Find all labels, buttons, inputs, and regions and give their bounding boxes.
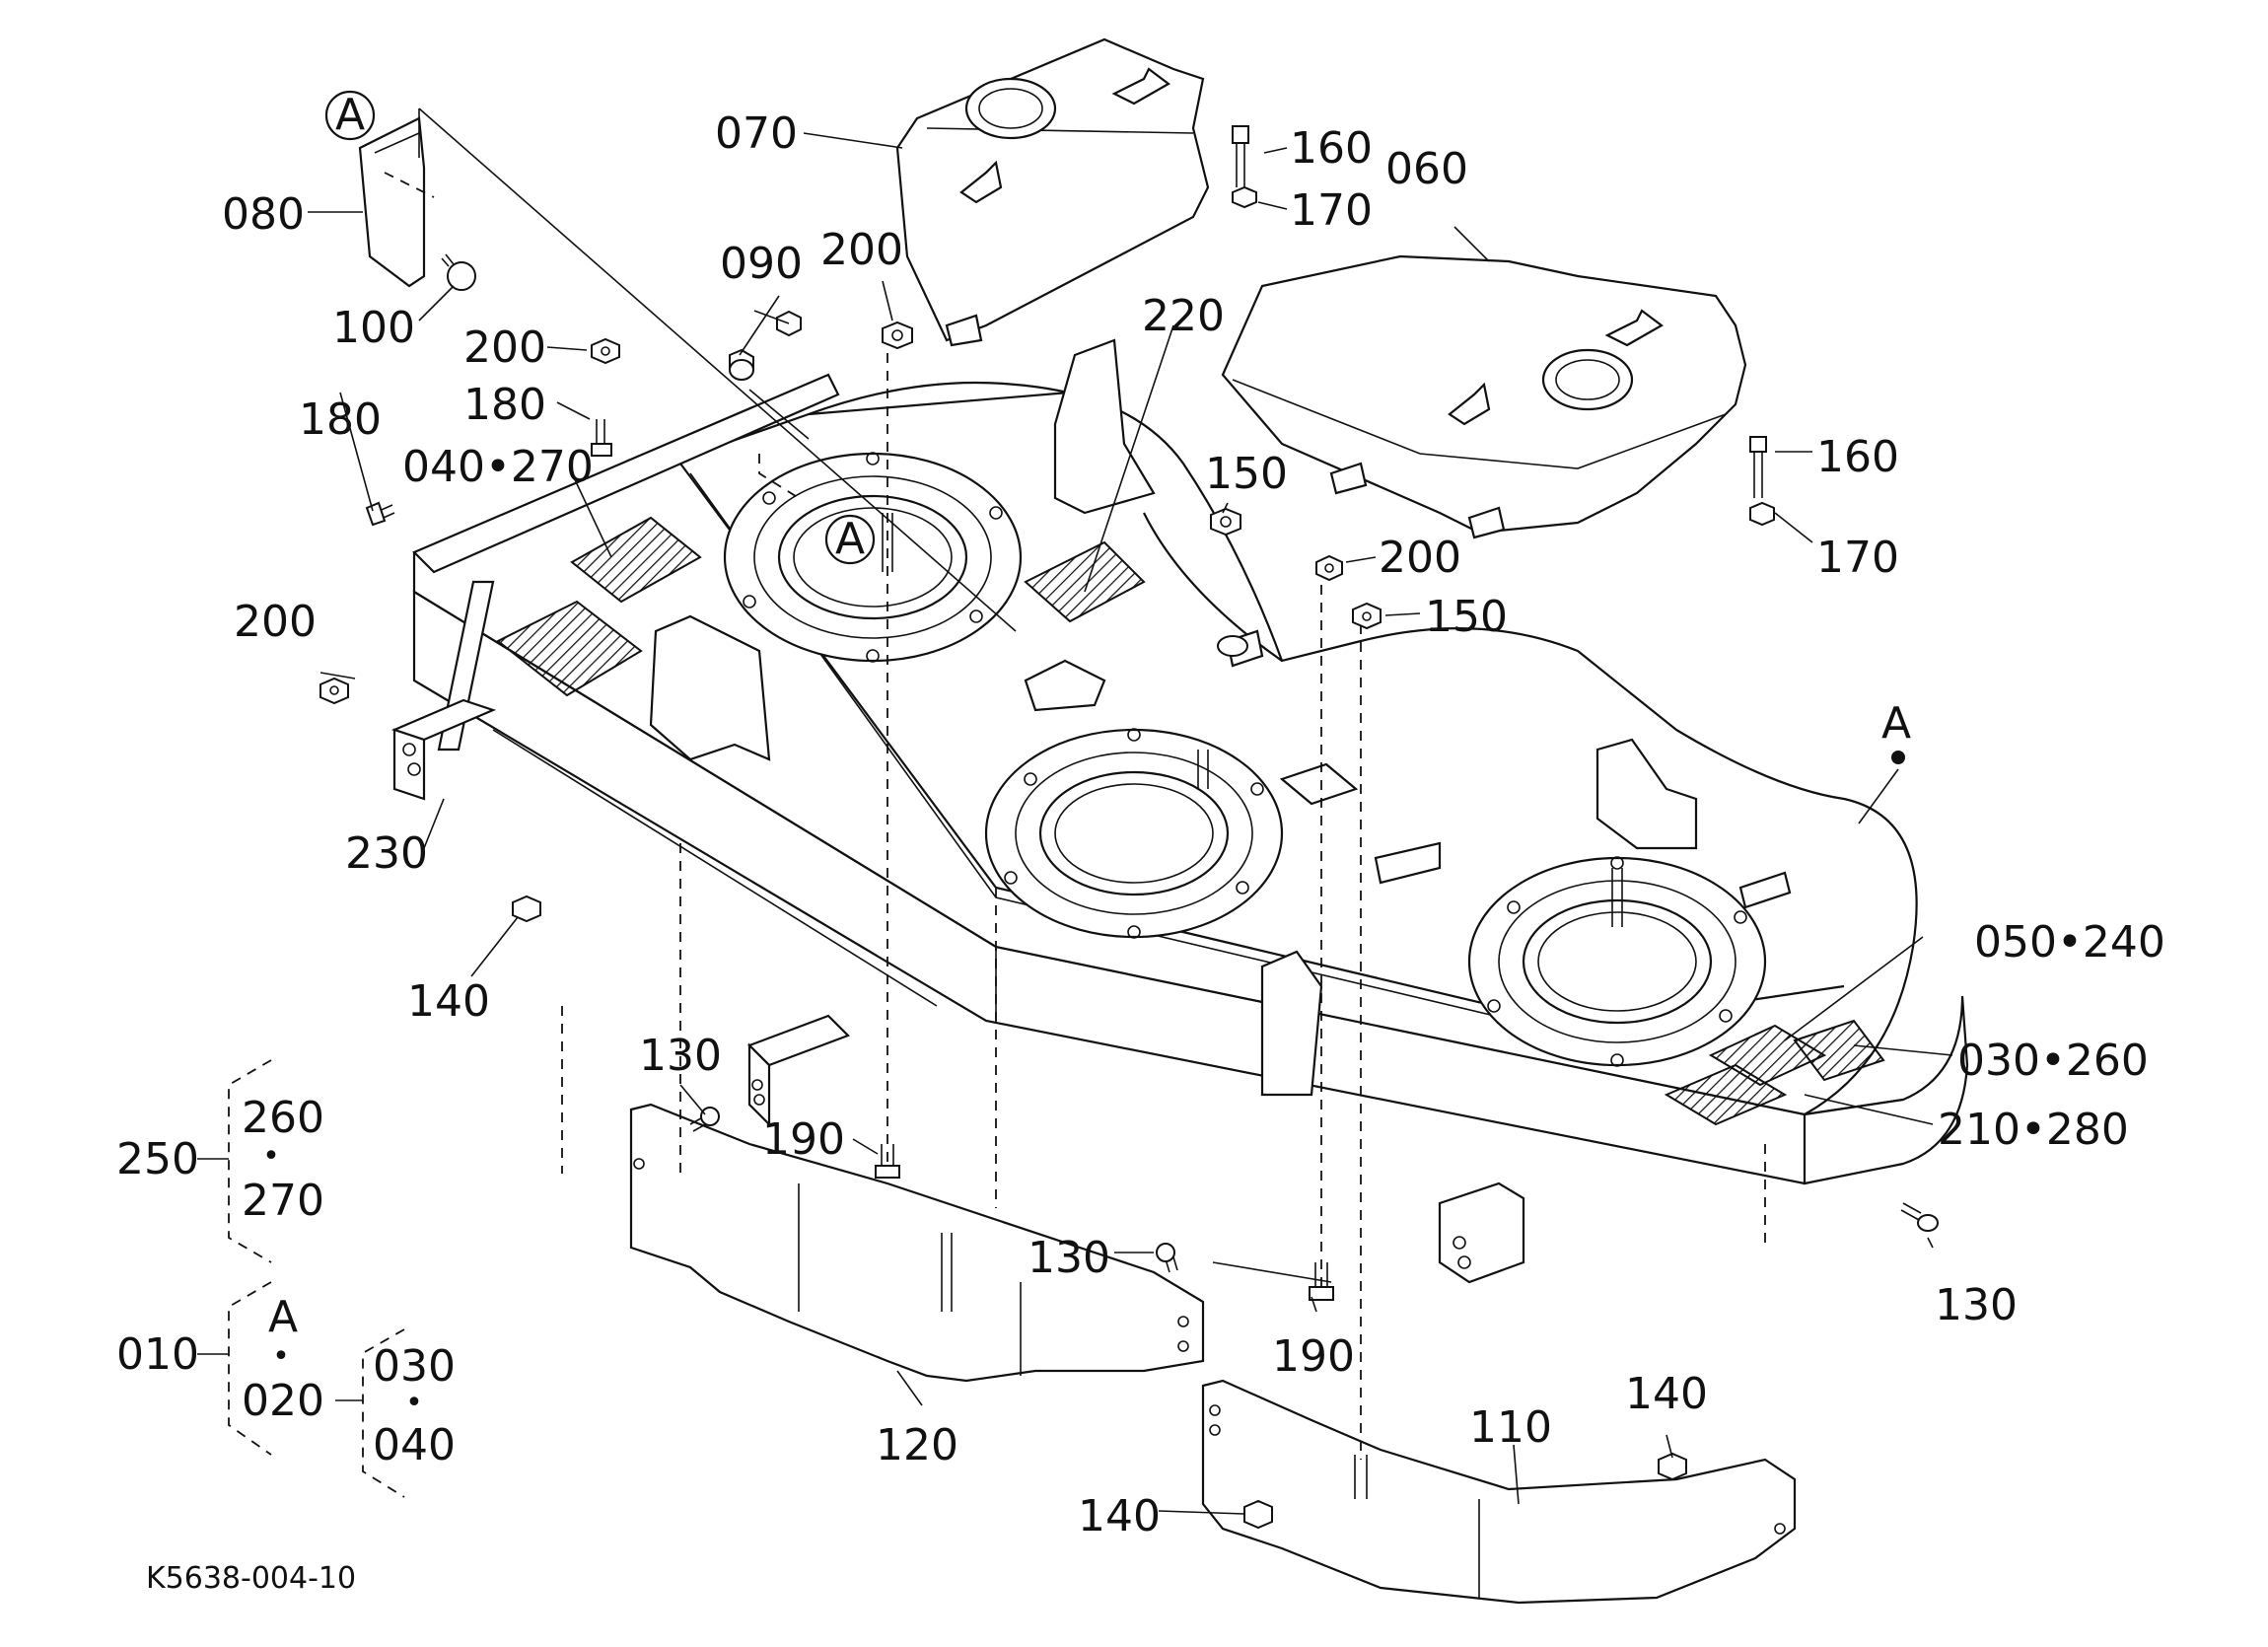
legend-250-dot: • [262,1139,280,1174]
callout-a-mid: A [824,514,876,565]
label-200-left: 200 [463,322,546,373]
label-170-right: 170 [1816,533,1899,583]
label-040-270: 040•270 [402,442,594,492]
leader-lines [308,132,1953,1515]
callout-a-top: A [324,90,376,141]
label-200-mid: 200 [1379,533,1461,583]
label-090: 090 [720,239,803,289]
label-220: 220 [1142,291,1225,341]
assembly-lines [384,107,1766,1460]
label-130-mid: 130 [1028,1233,1110,1283]
mower-deck [390,338,1969,1284]
label-210-280: 210•280 [1938,1105,2129,1155]
label-060: 060 [1385,144,1468,194]
legend-020: 020 [242,1376,324,1426]
label-a-right: A [1881,698,1911,749]
label-230: 230 [345,828,428,879]
label-120: 120 [876,1420,958,1470]
label-150-top: 150 [1205,449,1288,499]
label-080: 080 [222,189,305,240]
label-030-260: 030•260 [1957,1036,2149,1086]
drawing-code: K5638-004-10 [146,1561,356,1596]
label-180-far: 180 [299,394,382,445]
legend-010-dot: • [272,1339,290,1374]
label-140-right: 140 [1625,1369,1708,1419]
guard-080 [358,108,426,288]
label-130-left: 130 [639,1031,722,1081]
legend-260: 260 [242,1093,324,1143]
legend-020-dot: • [405,1386,423,1420]
label-100: 100 [332,303,415,353]
label-180-left: 180 [463,380,546,430]
kit-legend: 250 260 • 270 010 A • 020 030 • 040 [116,1059,456,1498]
legend-a: A [268,1292,298,1342]
label-140-left: 140 [407,976,490,1027]
label-190-left: 190 [762,1114,845,1165]
part-labels: 070 160 170 060 080 100 090 200 200 180 … [222,108,2165,1541]
legend-010: 010 [116,1329,199,1380]
label-110: 110 [1469,1402,1552,1453]
label-160-top: 160 [1290,123,1373,174]
callout-a-mid-text: A [835,514,865,564]
label-190-mid: 190 [1272,1331,1355,1382]
label-070: 070 [715,108,798,159]
label-160-right: 160 [1816,432,1899,482]
point-a-marker [1891,751,1905,764]
legend-030: 030 [373,1341,456,1392]
label-200-top: 200 [820,225,903,275]
label-170-top: 170 [1290,185,1373,236]
legend-250: 250 [116,1134,199,1184]
legend-270: 270 [242,1176,324,1226]
belt-cover-right [1221,254,1747,539]
label-200-left-low: 200 [234,597,317,647]
legend-040: 040 [373,1420,456,1470]
hardware [319,125,1939,1530]
label-130-right: 130 [1935,1280,2018,1330]
belt-cover-left [895,37,1210,347]
front-baffle-120 [629,1103,1205,1383]
label-050-240: 050•240 [1974,917,2165,967]
label-150-mid: 150 [1425,592,1508,642]
front-baffle-110 [1201,1379,1797,1605]
label-140-bottom: 140 [1078,1491,1161,1541]
callout-a-top-text: A [335,90,365,140]
